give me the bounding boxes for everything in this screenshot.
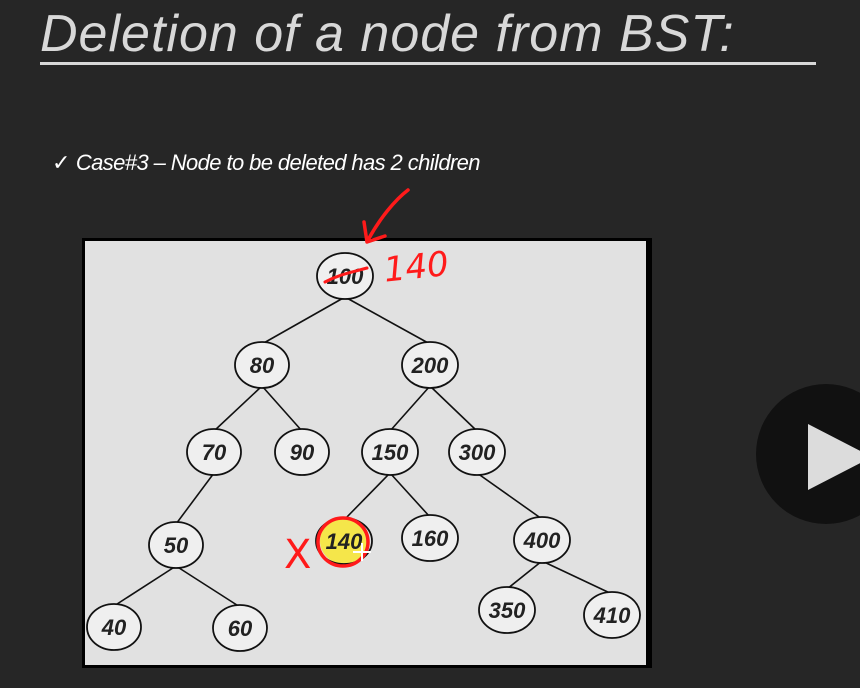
tree-nodes: 100 80 200 70 90 150 300 50 140 160 400 40 60 350 410 bbox=[86, 252, 641, 652]
strike-through-mark bbox=[323, 266, 369, 284]
tree-node bbox=[212, 604, 268, 652]
tree-node-label: 90 bbox=[290, 440, 315, 465]
tree-edge bbox=[476, 472, 543, 520]
tree-node-label: 160 bbox=[412, 526, 449, 551]
case-text: Case#3 – Node to be deleted has 2 childr… bbox=[75, 150, 481, 175]
tree-node-label: 140 bbox=[326, 529, 363, 554]
tree-node bbox=[186, 428, 242, 476]
tree-node bbox=[148, 521, 204, 569]
tree-edge bbox=[506, 560, 543, 590]
check-icon: ✓ bbox=[52, 150, 70, 175]
tree-node bbox=[478, 586, 536, 634]
tree-node-label: 60 bbox=[228, 616, 253, 641]
tree-node bbox=[448, 428, 506, 476]
tree-edge bbox=[261, 385, 303, 432]
tree-node bbox=[401, 514, 459, 562]
tree-edges bbox=[113, 296, 613, 608]
slide-title: Deletion of a node from BST: bbox=[40, 5, 735, 63]
tree-node-label: 200 bbox=[411, 353, 449, 378]
tree-edge bbox=[541, 560, 613, 595]
tree-node bbox=[583, 591, 641, 639]
play-button[interactable] bbox=[756, 384, 860, 524]
tree-edge bbox=[429, 385, 478, 432]
tree-edge bbox=[175, 565, 241, 608]
title-underline bbox=[40, 62, 816, 65]
tree-node-label: 40 bbox=[101, 615, 127, 640]
tree-node-label: 50 bbox=[164, 533, 189, 558]
delete-circle bbox=[316, 516, 370, 568]
cursor-icon bbox=[353, 543, 371, 561]
tree-edge bbox=[213, 385, 263, 432]
arrow-head bbox=[362, 220, 387, 244]
tree-edge bbox=[389, 385, 431, 432]
tree-node-label: 350 bbox=[489, 598, 526, 623]
tree-node bbox=[86, 603, 142, 651]
tree-edge bbox=[343, 472, 391, 521]
tree-edge bbox=[261, 296, 346, 345]
tree-node-label: 400 bbox=[523, 528, 561, 553]
tree-node bbox=[234, 341, 290, 389]
tree-node bbox=[274, 428, 330, 476]
tree-node-label: 100 bbox=[327, 264, 364, 289]
tree-edge bbox=[175, 472, 215, 525]
tree-edge bbox=[389, 472, 431, 518]
tree-node-label: 80 bbox=[250, 353, 275, 378]
case-heading: ✓Case#3 – Node to be deleted has 2 child… bbox=[52, 150, 481, 176]
tree-node bbox=[513, 516, 571, 564]
arrow-stroke bbox=[366, 188, 410, 242]
tree-node bbox=[361, 428, 419, 476]
tree-node-label: 410 bbox=[593, 603, 631, 628]
tree-node-label: 300 bbox=[459, 440, 496, 465]
play-icon bbox=[808, 424, 860, 490]
delete-mark: X bbox=[284, 532, 311, 578]
tree-node-label: 150 bbox=[372, 440, 409, 465]
tree-node bbox=[401, 341, 459, 389]
tree-node bbox=[316, 252, 374, 300]
tree-edge bbox=[344, 296, 431, 345]
replacement-value: 140 bbox=[382, 244, 451, 291]
tree-node-label: 70 bbox=[202, 440, 227, 465]
tree-edge bbox=[113, 565, 177, 607]
